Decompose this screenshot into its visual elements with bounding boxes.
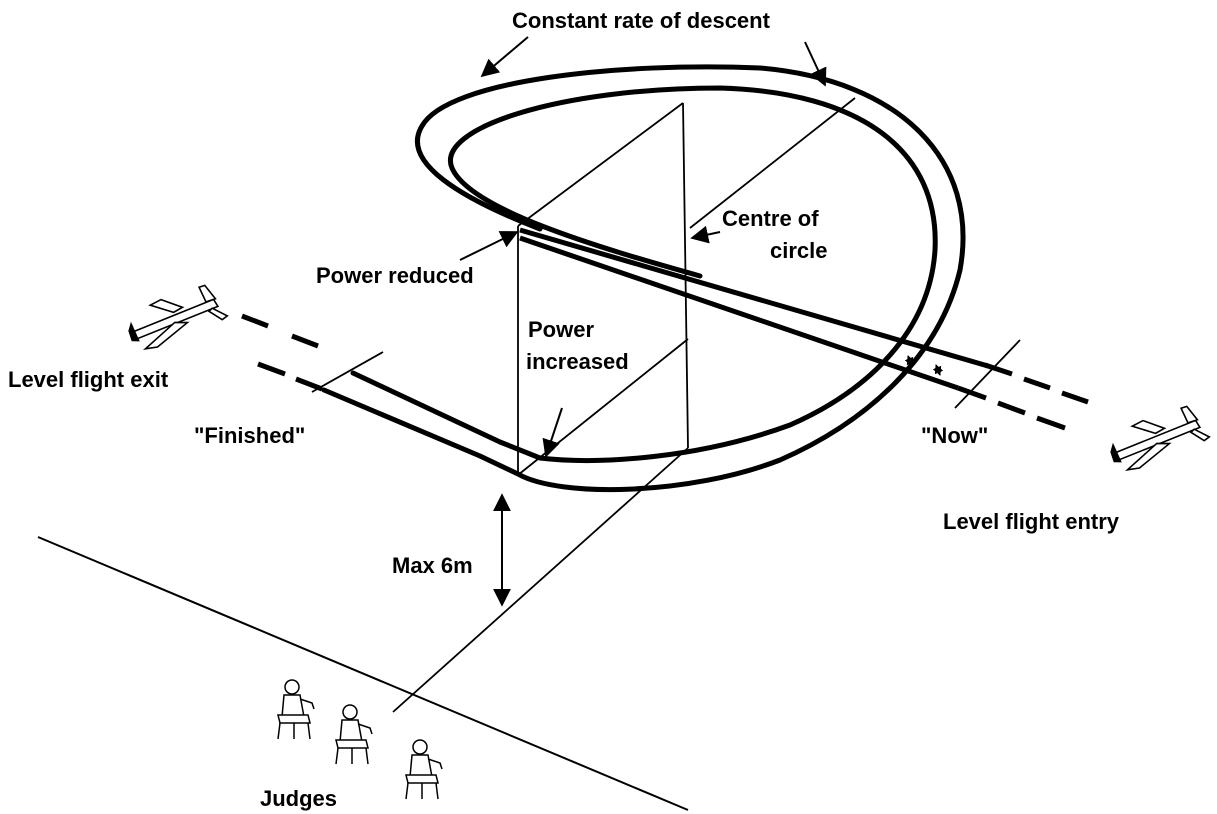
label-power-increased-line1: Power <box>528 317 594 342</box>
entry-track-upper <box>519 227 989 369</box>
label-level-flight-entry: Level flight entry <box>943 509 1120 534</box>
label-finished: "Finished" <box>194 423 305 448</box>
aircraft-exit-icon <box>128 284 229 350</box>
judge-icon <box>405 739 443 800</box>
ground-line <box>37 536 689 811</box>
label-power-reduced: Power reduced <box>316 263 474 288</box>
aircraft-entry-icon <box>1110 405 1211 471</box>
centre-arrow <box>690 225 721 244</box>
now-gate <box>954 339 1021 409</box>
label-level-flight-exit: Level flight exit <box>8 367 169 392</box>
label-power-increased-line2: increased <box>526 349 629 374</box>
track-width-arrow-1 <box>904 355 916 367</box>
label-judges: Judges <box>260 786 337 811</box>
flight-path-outer <box>321 64 966 493</box>
label-constant-descent: Constant rate of descent <box>512 8 771 33</box>
track-width-arrow-2 <box>932 364 944 376</box>
label-now: "Now" <box>921 423 988 448</box>
exit-dashes <box>241 313 323 392</box>
entry-track-lower <box>519 235 959 391</box>
descent-arrow-left <box>480 36 529 78</box>
power-increased-arrow <box>542 407 563 458</box>
judge-icon <box>277 679 315 740</box>
label-centre-line1: Centre of <box>722 206 819 231</box>
judge-icon <box>335 704 373 765</box>
flight-path-inner <box>350 85 938 463</box>
entry-dashes <box>957 362 1089 431</box>
power-reduced-arrow <box>459 231 519 261</box>
label-max-height: Max 6m <box>392 553 473 578</box>
descent-arrow-right <box>804 41 827 87</box>
label-centre-line2: circle <box>770 238 828 263</box>
finished-gate <box>311 351 384 393</box>
